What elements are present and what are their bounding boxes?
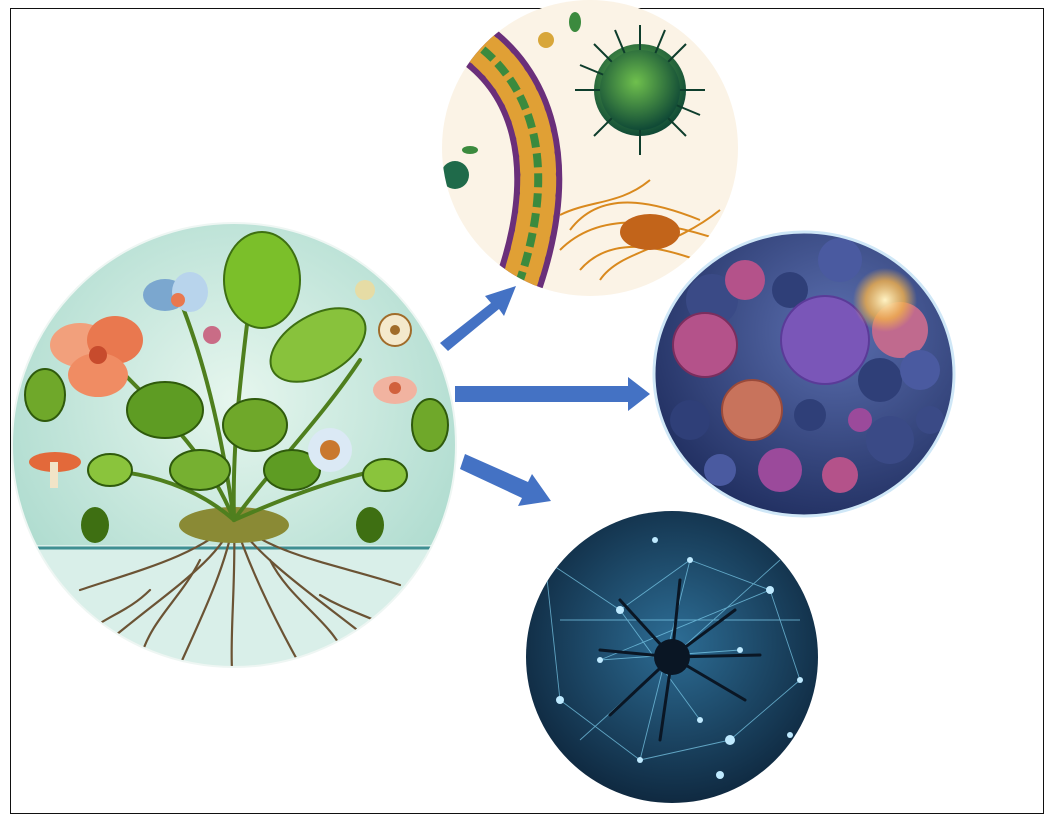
bud (355, 280, 375, 300)
bacteria-dot (441, 161, 469, 189)
plant-illustration (0, 220, 470, 670)
arrow-to-neuron (460, 454, 551, 506)
neuron-core (654, 639, 690, 675)
neuron-illustration (520, 505, 830, 810)
arrow-to-cells (455, 377, 650, 411)
arrow-to-microbes (440, 286, 516, 351)
bacteria-dot (538, 32, 554, 48)
glow-spot (853, 268, 917, 332)
arrows (440, 286, 650, 506)
small-flower (379, 314, 411, 346)
pink-flower (373, 376, 417, 404)
daisy-flower (308, 428, 352, 472)
microbes-illustration (440, 0, 740, 300)
bacteria-rod (569, 12, 581, 32)
bacteria-rod (462, 146, 478, 154)
bud (203, 326, 221, 344)
virus (575, 25, 705, 155)
